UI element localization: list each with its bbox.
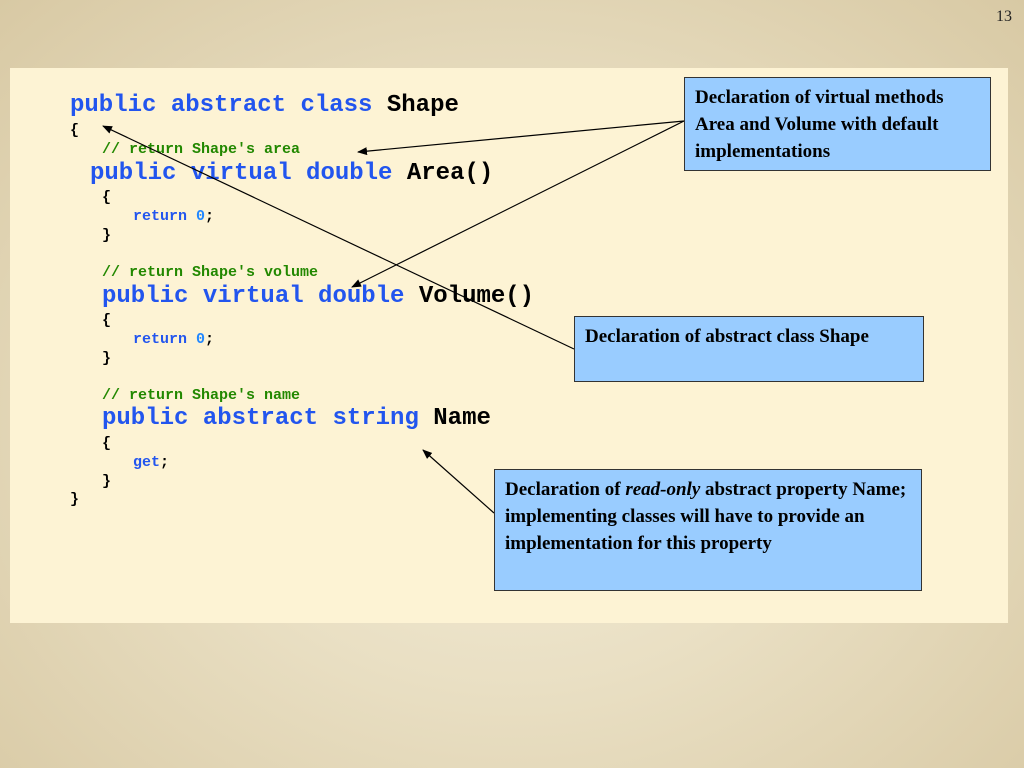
callout-readonly-property: Declaration of read-only abstract proper… [494, 469, 922, 591]
semicolon: ; [205, 331, 215, 348]
slide-number: 13 [996, 8, 1012, 25]
callout-virtual-methods: Declaration of virtual methods Area and … [684, 77, 991, 171]
class-close-brace: } [70, 491, 80, 508]
volume-declaration: public virtual double Volume() [102, 283, 534, 310]
volume-keywords: public virtual double [102, 283, 405, 310]
arrow-to-area [357, 120, 685, 156]
name-open-brace: { [102, 435, 112, 452]
property-name: Name [433, 405, 491, 432]
callout-abstract-class: Declaration of abstract class Shape [574, 316, 924, 382]
comment-volume: // return Shape's volume [102, 264, 319, 281]
semicolon: ; [205, 208, 215, 225]
class-name: Shape [386, 92, 459, 119]
arrow-to-class [102, 125, 575, 350]
get-accessor: get; [133, 454, 169, 471]
class-keywords: public abstract class [70, 92, 373, 119]
return-keyword: return [133, 331, 188, 348]
area-return-statement: return 0; [133, 208, 214, 225]
area-close-brace: } [102, 227, 112, 244]
name-declaration: public abstract string Name [102, 405, 491, 432]
area-keywords: public virtual double [90, 160, 393, 187]
callout-readonly-prefix: Declaration of [505, 479, 626, 500]
volume-open-brace: { [102, 312, 112, 329]
return-value: 0 [196, 331, 206, 348]
return-value: 0 [196, 208, 206, 225]
comment-area: // return Shape's area [102, 141, 301, 158]
semicolon: ; [160, 454, 170, 471]
name-close-brace: } [102, 473, 112, 490]
callout-readonly-italic: read-only [625, 479, 701, 500]
area-declaration: public virtual double Area() [90, 160, 493, 187]
name-keywords: public abstract string [102, 405, 419, 432]
volume-return-statement: return 0; [133, 331, 214, 348]
class-declaration: public abstract class Shape [70, 92, 459, 119]
volume-method-name: Volume() [418, 283, 535, 310]
return-keyword: return [133, 208, 188, 225]
arrow-to-volume [351, 120, 685, 288]
get-keyword: get [133, 454, 161, 471]
comment-name: // return Shape's name [102, 387, 301, 404]
callout-readonly-suffix: abstract property Name; implementing cla… [505, 479, 907, 554]
class-open-brace: { [70, 122, 80, 139]
area-method-name: Area() [406, 160, 494, 187]
arrow-to-name [422, 449, 495, 514]
volume-close-brace: } [102, 350, 112, 367]
area-open-brace: { [102, 189, 112, 206]
